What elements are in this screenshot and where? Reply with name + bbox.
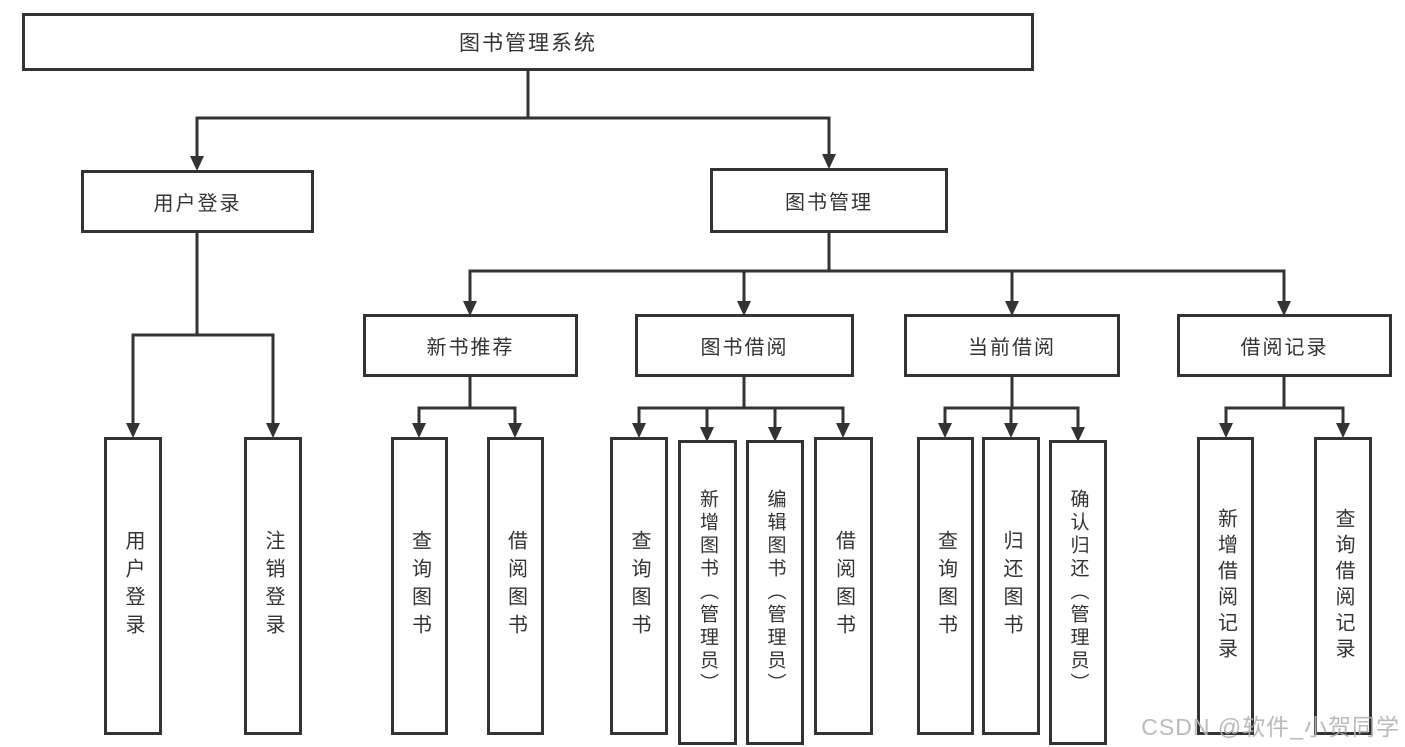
node-label: 用户登录: [122, 530, 144, 642]
node-label: 用户登录: [153, 193, 242, 215]
node-borrow-records: 借阅记录: [1177, 314, 1392, 377]
node-query-borrow-record: 查询借阅记录: [1314, 437, 1372, 735]
node-label: 借阅记录: [1240, 337, 1329, 359]
node-current-borrow: 当前借阅: [904, 314, 1120, 377]
node-label: 确认归还（管理员）: [1067, 489, 1089, 696]
node-label: 借阅图书: [832, 530, 855, 642]
node-borrow-books-recommend: 借阅图书: [487, 437, 544, 735]
node-label: 查询图书: [628, 530, 650, 642]
node-book-borrow: 图书借阅: [635, 314, 854, 377]
node-user-login: 用户登录: [104, 437, 162, 735]
node-label: 查询图书: [408, 530, 431, 642]
node-add-books-admin: 新增图书（管理员）: [678, 440, 737, 745]
node-label: 归还图书: [1000, 530, 1022, 642]
node-label: 新增图书（管理员）: [697, 489, 718, 696]
csdn-watermark: CSDN @软件_小贺同学: [1141, 714, 1400, 740]
node-confirm-return-admin: 确认归还（管理员）: [1049, 440, 1107, 745]
node-label: 借阅图书: [504, 530, 527, 642]
node-label: 图书管理系统: [459, 32, 597, 55]
node-query-books-borrow: 查询图书: [610, 437, 668, 735]
node-label: 注销登录: [262, 530, 284, 642]
node-book-management: 图书管理: [710, 168, 948, 233]
node-label: 编辑图书（管理员）: [764, 489, 786, 696]
node-label: 查询借阅记录: [1332, 508, 1354, 664]
node-label: 图书借阅: [700, 337, 789, 359]
node-logout: 注销登录: [244, 437, 302, 735]
node-return-books: 归还图书: [982, 437, 1040, 735]
node-borrow-books: 借阅图书: [814, 437, 873, 735]
node-label: 查询图书: [934, 530, 957, 642]
node-label: 新增借阅记录: [1214, 508, 1237, 664]
node-edit-books-admin: 编辑图书（管理员）: [746, 440, 804, 745]
node-user-login-group: 用户登录: [81, 170, 314, 233]
node-label: 图书管理: [785, 192, 873, 214]
node-label: 新书推荐: [426, 337, 515, 359]
node-new-book-recommend: 新书推荐: [363, 314, 578, 377]
node-query-books-recommend: 查询图书: [391, 437, 448, 735]
node-library-management-system: 图书管理系统: [22, 13, 1034, 71]
node-label: 当前借阅: [968, 337, 1056, 359]
node-query-books-current: 查询图书: [917, 437, 974, 735]
node-add-borrow-record: 新增借阅记录: [1197, 437, 1254, 735]
